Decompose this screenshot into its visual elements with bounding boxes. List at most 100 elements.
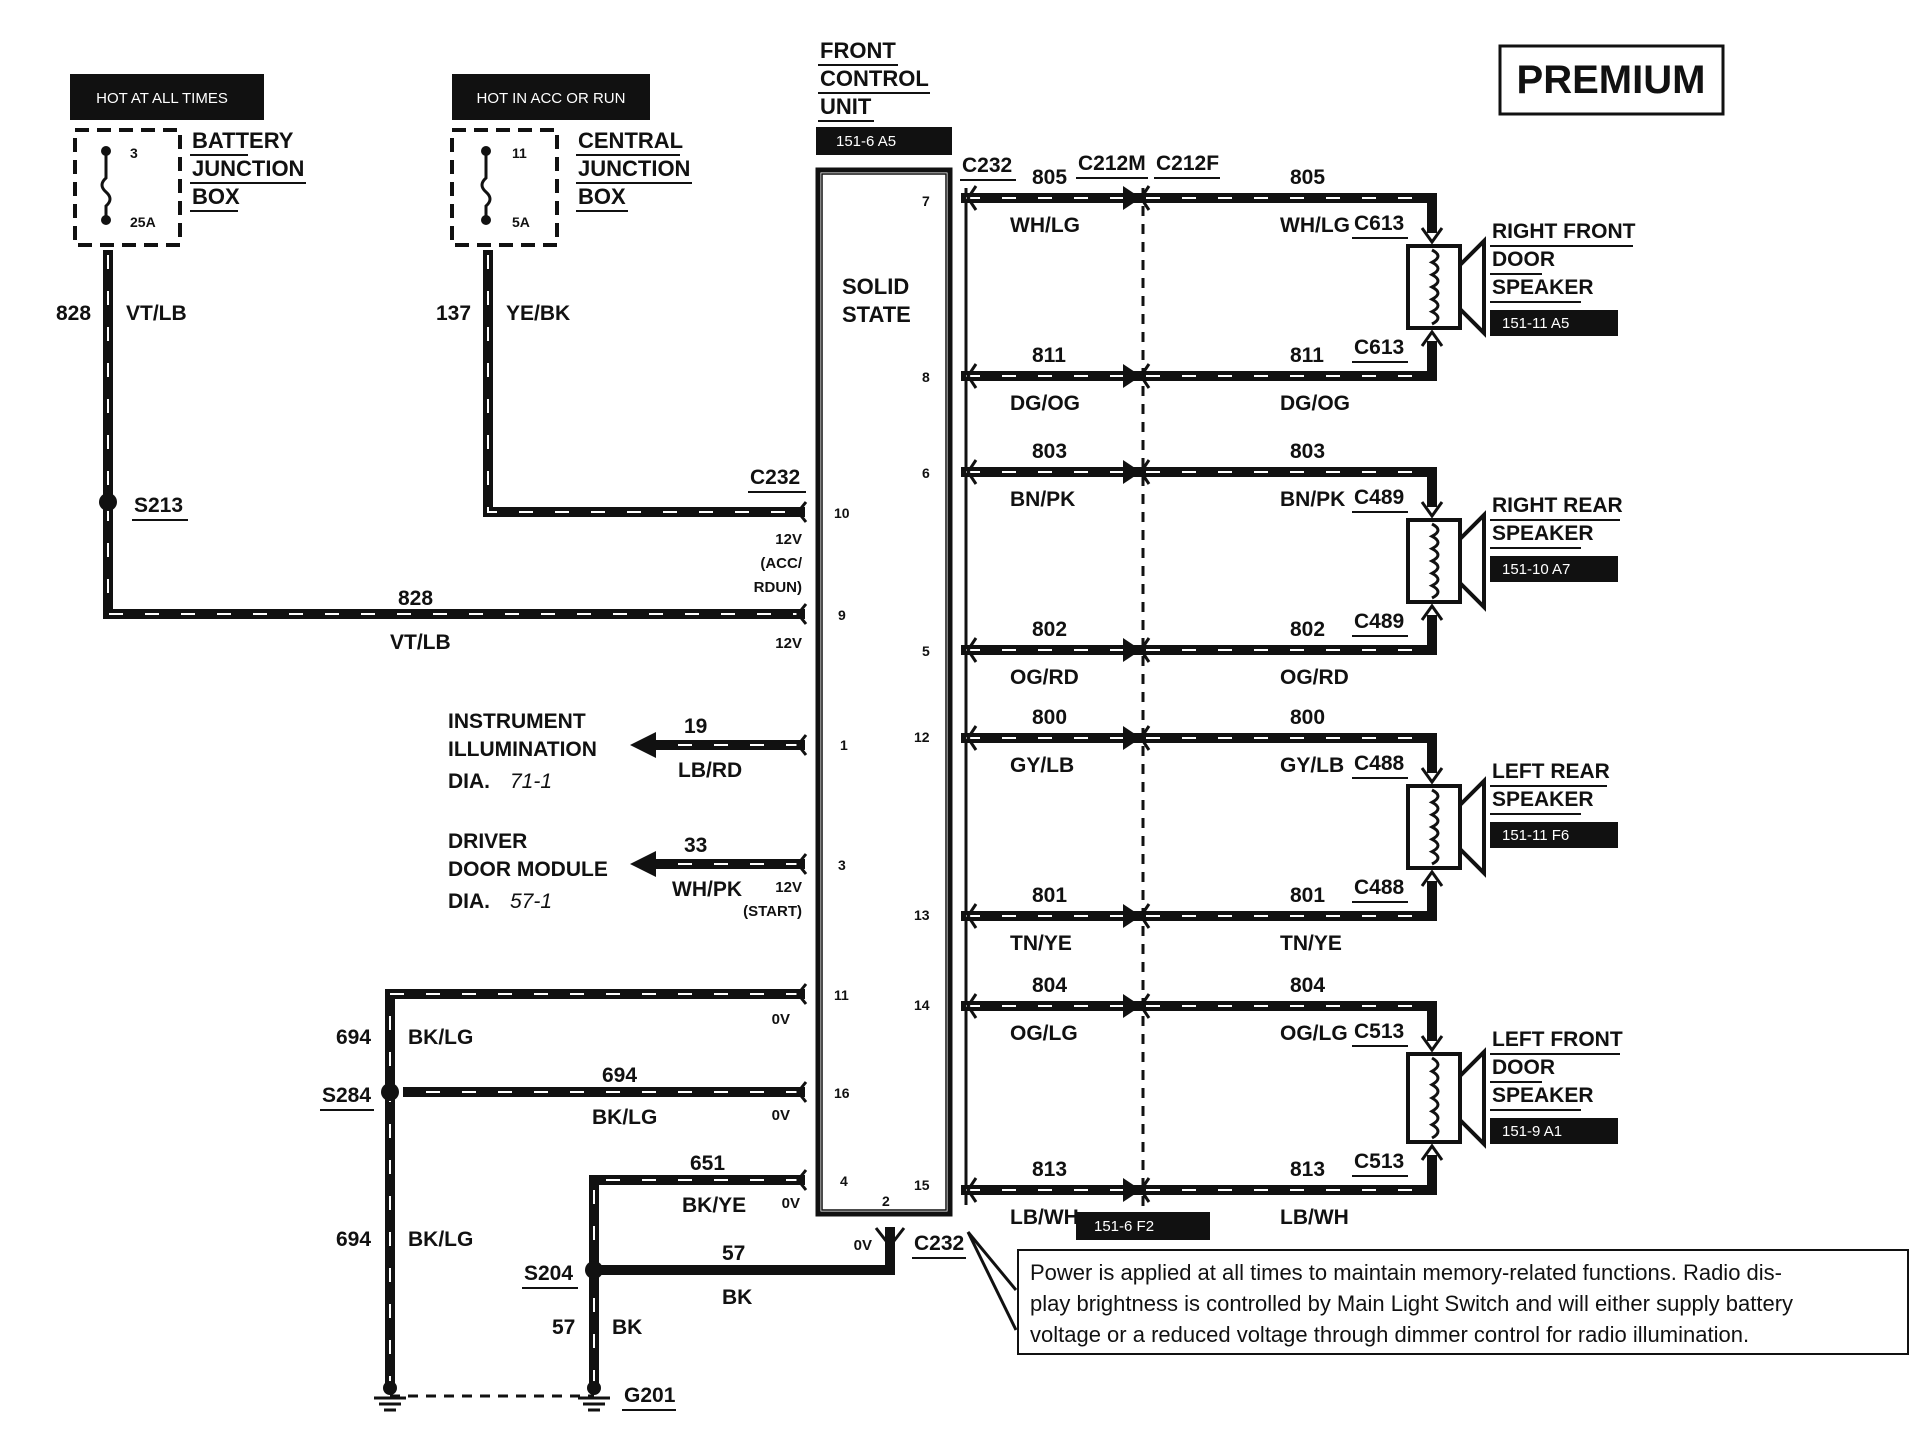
- wire-num: 802: [1032, 618, 1067, 641]
- w828-color: VT/LB: [126, 302, 187, 325]
- pin-8: 8: [922, 369, 930, 385]
- driver-2: DOOR MODULE: [448, 858, 608, 881]
- speaker-ref-box: [1490, 310, 1618, 336]
- wire-color: WH/LG: [1280, 214, 1350, 237]
- pin-1: 1: [840, 737, 848, 753]
- wire-num: 801: [1032, 884, 1067, 907]
- arrow-right-icon: [1123, 186, 1141, 210]
- w694a-color: BK/LG: [408, 1026, 473, 1049]
- w651-num: 651: [690, 1152, 725, 1175]
- pin-12: 12: [914, 729, 930, 745]
- w19-num: 19: [684, 715, 707, 738]
- speaker-coil: [1406, 244, 1462, 330]
- wire-color: OG/RD: [1280, 666, 1349, 689]
- speaker-name: RIGHT REAR: [1492, 494, 1623, 517]
- w694c-color: BK/LG: [408, 1228, 473, 1251]
- pin-13: 13: [914, 907, 930, 923]
- fcu-ref-box: [816, 127, 952, 155]
- arrow-right-icon: [1123, 994, 1141, 1018]
- wire-num: 800: [1032, 706, 1067, 729]
- speaker-name: DOOR: [1492, 1056, 1555, 1079]
- w57-color: BK: [722, 1286, 752, 1309]
- fuse-num: 11: [512, 145, 527, 161]
- solid-state-1: SOLID: [842, 274, 909, 299]
- fuse-icon: [100, 151, 112, 220]
- speaker-conn: C488: [1354, 876, 1405, 899]
- speaker-ref: 151-10 A7: [1502, 561, 1570, 578]
- pin-11: 11: [834, 987, 849, 1003]
- speaker-icon: [1458, 236, 1486, 338]
- arrow-right-icon: [1123, 1178, 1141, 1202]
- speaker-name: SPEAKER: [1492, 788, 1594, 811]
- speaker-ref-box: [1490, 1118, 1618, 1144]
- speaker-coil: [1406, 784, 1462, 870]
- wire-color: GY/LB: [1010, 754, 1074, 777]
- w694b-num: 694: [602, 1064, 637, 1087]
- speaker-name: DOOR: [1492, 248, 1555, 271]
- wire-num: 805: [1290, 166, 1325, 189]
- pin-5: 5: [922, 643, 930, 659]
- arrow-right-icon: [1123, 364, 1141, 388]
- c232-bottom: C232: [914, 1232, 964, 1255]
- arrow-right-icon: [1123, 460, 1141, 484]
- note-box: Power is applied at all times to maintai…: [966, 1231, 1909, 1355]
- hot-in-acc-label: HOT IN ACC OR RUN: [477, 90, 626, 107]
- pins-left: 10 9 1 3 11 16 4 2: [834, 505, 890, 1209]
- wire-color: BN/PK: [1010, 488, 1075, 511]
- wire-color: WH/LG: [1010, 214, 1080, 237]
- fcu-title-2: CONTROL: [820, 66, 929, 91]
- wire-color: TN/YE: [1280, 932, 1342, 955]
- instr-1: INSTRUMENT: [448, 710, 586, 733]
- junction-label-3: BOX: [578, 184, 626, 209]
- fuse-amp: 5A: [512, 214, 530, 230]
- wire-num: 804: [1290, 974, 1325, 997]
- arrow-left-icon: [630, 732, 656, 758]
- pin-14: 14: [914, 997, 930, 1013]
- speaker-ref: 151-11 A5: [1502, 315, 1569, 332]
- fuse-icon: [480, 151, 492, 220]
- pins-right: 7 8 6 5 12 13 14 15: [914, 193, 930, 1193]
- fcu-title-3: UNIT: [820, 94, 872, 119]
- wire-color: TN/YE: [1010, 932, 1072, 955]
- solid-state-2: STATE: [842, 302, 911, 327]
- pin-3: 3: [838, 857, 846, 873]
- speaker-ref-box: [1490, 822, 1618, 848]
- w19-color: LB/RD: [678, 759, 742, 782]
- speaker-wires: 805WH/LG805WH/LG811DG/OG811DG/OG803BN/PK…: [961, 166, 1437, 1229]
- start-label: (START): [743, 903, 802, 920]
- ref-151-6-f2-box: [1076, 1212, 1210, 1240]
- w137-color: YE/BK: [506, 302, 570, 325]
- hot-at-all-times-box: [70, 74, 264, 120]
- hot-in-acc-or-run-box: [452, 74, 650, 120]
- volt-0v-b: 0V: [772, 1107, 790, 1124]
- speaker-ref: 151-11 F6: [1502, 827, 1569, 844]
- w57v-color: BK: [612, 1316, 642, 1339]
- connectors: C232 C212M C212F: [960, 152, 1220, 1210]
- junction-label-2: JUNCTION: [578, 156, 690, 181]
- w694c-num: 694: [336, 1228, 371, 1251]
- left-pin-brackets: [796, 501, 808, 1191]
- pin-4: 4: [840, 1173, 848, 1189]
- speaker-coil: [1406, 1052, 1462, 1144]
- wire-color: LB/WH: [1280, 1206, 1349, 1229]
- speaker-ref-box: [1490, 556, 1618, 582]
- speaker-icon: [1458, 510, 1486, 612]
- c212m-label: C212M: [1078, 152, 1146, 175]
- wire-num: 813: [1290, 1158, 1325, 1181]
- driver-1: DRIVER: [448, 830, 527, 853]
- splice-s204: [585, 1261, 603, 1279]
- s213-label: S213: [134, 494, 183, 517]
- w33-color: WH/PK: [672, 878, 742, 901]
- speaker-name: SPEAKER: [1492, 276, 1594, 299]
- fcu-body: [815, 167, 953, 1217]
- w57v-num: 57: [552, 1316, 575, 1339]
- instr-dia-ref: 71-1: [510, 770, 552, 793]
- wire-color: OG/LG: [1010, 1022, 1078, 1045]
